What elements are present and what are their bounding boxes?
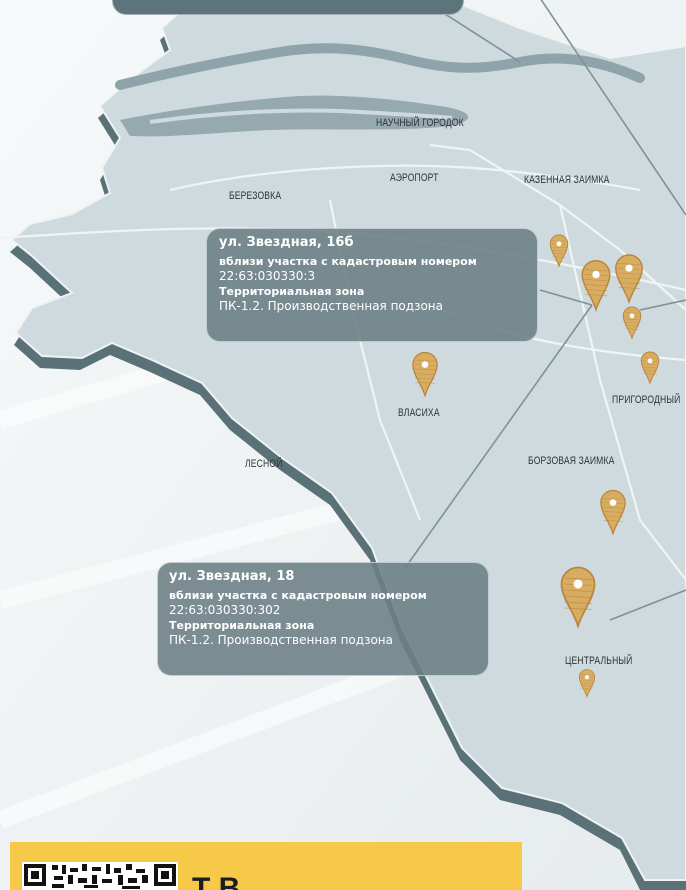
- location-pins: [412, 234, 660, 699]
- place-lesnoy: ЛЕСНОЙ: [245, 458, 283, 470]
- banner-heading: Т В: [192, 872, 241, 890]
- callout-title: ул. Звездная, 16б: [219, 235, 354, 250]
- place-borzovaya-zaimka: БОРЗОВАЯ ЗАИМКА: [528, 455, 615, 467]
- qr-code-icon[interactable]: [22, 862, 178, 890]
- place-nauchny-gorodok: НАУЧНЫЙ ГОРОДОК: [376, 117, 464, 129]
- callout-label-zone: Территориальная зона: [219, 285, 365, 298]
- place-kazennaya-zaimka: КАЗЕННАЯ ЗАИМКА: [524, 174, 610, 186]
- location-pin-icon[interactable]: [578, 669, 596, 699]
- location-pin-icon[interactable]: [549, 234, 569, 268]
- place-berezovka: БЕРЕЗОВКА: [229, 190, 282, 202]
- location-pin-icon[interactable]: [412, 351, 438, 398]
- callout-label-cadastral: вблизи участка с кадастровым номером: [219, 255, 477, 268]
- callout-title: ул. Звездная, 18: [169, 569, 295, 584]
- top-callout-fragment: [112, 0, 464, 15]
- address-callout-zvezdnaya-18: ул. Звездная, 18 вблизи участка с кадаст…: [157, 562, 489, 676]
- river-channel: [149, 108, 453, 124]
- callout-zone-value: ПК-1.2. Производственная подзона: [169, 633, 393, 647]
- place-prigorodny: ПРИГОРОДНЫЙ: [612, 394, 681, 406]
- river: [115, 43, 645, 90]
- location-pin-icon[interactable]: [581, 260, 611, 313]
- land-area: [10, 0, 686, 881]
- location-pin-icon[interactable]: [615, 254, 643, 305]
- place-aeroport: АЭРОПОРТ: [390, 172, 439, 184]
- place-vlasikha: ВЛАСИХА: [398, 407, 440, 419]
- callout-cadastral-number: 22:63:030330:302: [169, 603, 281, 617]
- location-pin-icon[interactable]: [600, 489, 626, 536]
- location-pin-icon[interactable]: [560, 566, 596, 630]
- location-pin-icon[interactable]: [622, 306, 642, 340]
- location-pin-icon[interactable]: [640, 351, 660, 385]
- place-centralny: ЦЕНТРАЛЬНЫЙ: [565, 655, 633, 667]
- callout-label-zone: Территориальная зона: [169, 619, 315, 632]
- callout-zone-value: ПК-1.2. Производственная подзона: [219, 299, 443, 313]
- river-island: [120, 95, 469, 137]
- callout-cadastral-number: 22:63:030330:3: [219, 269, 316, 283]
- callout-label-cadastral: вблизи участка с кадастровым номером: [169, 589, 427, 602]
- address-callout-zvezdnaya-16b: ул. Звездная, 16б вблизи участка с кадас…: [206, 228, 538, 342]
